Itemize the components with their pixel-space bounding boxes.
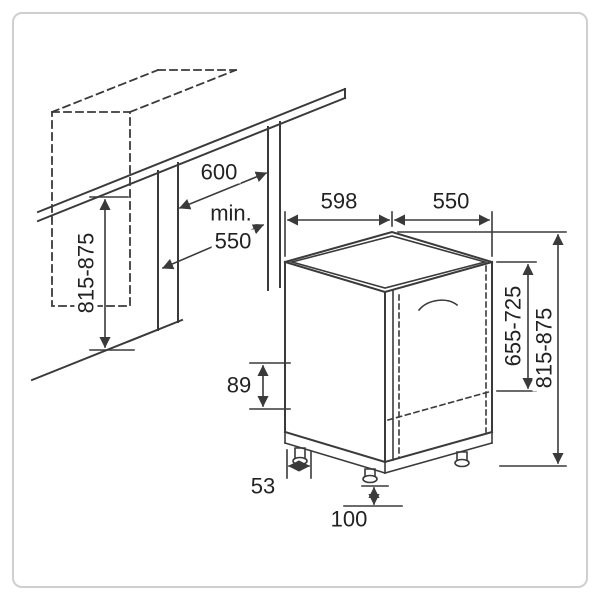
niche-right-wall (267, 121, 281, 291)
dishwasher-outline (283, 230, 494, 464)
dim-niche-width-label: 600 (197, 160, 241, 184)
worktop-lines (36, 87, 347, 223)
adjacent-cabinet-hidden-lines (50, 68, 238, 307)
dim-arrow-plinth-height (249, 362, 291, 410)
dim-arrow-niche-width (178, 171, 268, 210)
dim-door-height-label: 655-725 (500, 282, 525, 370)
dim-plinth-recess-label: 53 (247, 474, 279, 498)
dim-plinth-height-label: 89 (223, 373, 255, 397)
dim-arrow-appliance-width (284, 211, 393, 257)
door-handle (417, 299, 459, 312)
door-panel-lines (387, 265, 493, 461)
dim-foot-adjust-label: 100 (327, 507, 371, 531)
dim-arrow-appliance-depth (393, 211, 493, 257)
dim-arrow-door-height (496, 261, 537, 392)
dim-niche-depth-label: 550 (211, 229, 255, 253)
dim-arrow-foot-adjust (343, 485, 403, 507)
appliance-foot (454, 451, 470, 468)
appliance-foot (362, 468, 378, 484)
dim-arrow-appliance-height (397, 231, 567, 467)
dim-arrow-plinth-recess (286, 449, 312, 479)
dim-appliance-depth-label: 550 (429, 189, 473, 213)
appliance-foot (292, 447, 308, 466)
dishwasher-top-rim (288, 235, 489, 289)
dim-niche-depth-min-label: min. (207, 201, 255, 225)
dim-appliance-height-label: 815-875 (531, 304, 556, 392)
dim-appliance-width-label: 598 (317, 189, 361, 213)
dim-arrow-niche-height (89, 196, 135, 351)
dim-niche-height-label: 815-875 (73, 229, 98, 317)
niche-left-wall (157, 162, 179, 331)
